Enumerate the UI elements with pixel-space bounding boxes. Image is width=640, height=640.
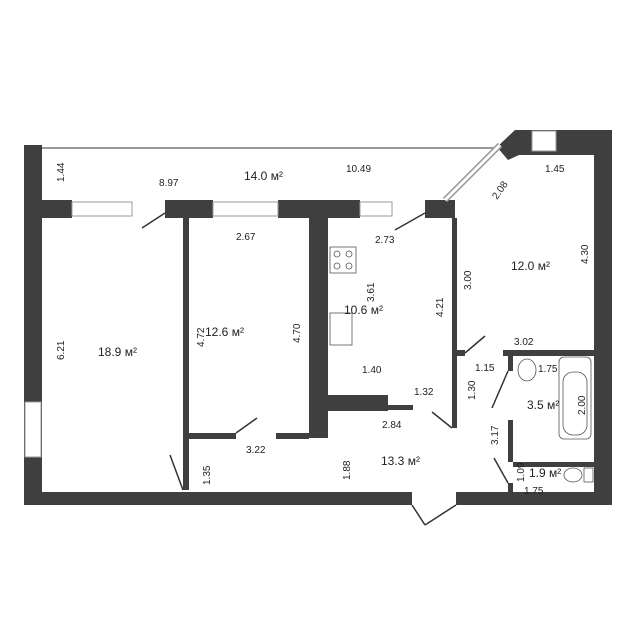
dim-label: 2.08 bbox=[490, 179, 510, 202]
walls bbox=[24, 130, 612, 505]
dim-label: 3.00 bbox=[463, 270, 474, 290]
area-label: 12.6 м² bbox=[205, 325, 244, 339]
doors bbox=[141, 212, 509, 526]
dim-label: 3.22 bbox=[246, 445, 266, 456]
dim-label: 4.21 bbox=[435, 297, 446, 317]
dim-label: 1.45 bbox=[545, 164, 565, 175]
windows bbox=[24, 130, 557, 458]
dim-label: 4.72 bbox=[196, 327, 207, 347]
dim-label: 1.44 bbox=[56, 162, 67, 182]
dim-label: 3.02 bbox=[514, 337, 534, 348]
dim-label: 4.30 bbox=[580, 244, 591, 264]
dim-label: 2.67 bbox=[236, 232, 256, 243]
dim-label: 1.30 bbox=[467, 380, 478, 400]
area-label: 18.9 м² bbox=[98, 345, 137, 359]
toilet-icon bbox=[563, 467, 583, 483]
dim-label: 1.75 bbox=[538, 364, 558, 375]
dim-label: 3.17 bbox=[490, 425, 501, 445]
dim-label: 1.32 bbox=[414, 387, 434, 398]
dim-label: 3.61 bbox=[366, 282, 377, 302]
fixtures bbox=[329, 246, 594, 483]
dim-label: 2.84 bbox=[382, 420, 402, 431]
dim-label: 1.15 bbox=[475, 363, 495, 374]
dim-label: 6.21 bbox=[56, 340, 67, 360]
dim-label: 1.88 bbox=[342, 460, 353, 480]
stove-icon bbox=[329, 246, 357, 274]
dim-label: 4.70 bbox=[292, 323, 303, 343]
dim-label: 2.00 bbox=[577, 395, 588, 415]
area-label: 1.9 м² bbox=[529, 466, 561, 480]
dim-label: 1.35 bbox=[202, 465, 213, 485]
area-label: 13.3 м² bbox=[381, 454, 420, 468]
dim-label: 10.49 bbox=[346, 164, 371, 175]
dim-label: 1.75 bbox=[524, 486, 544, 497]
area-label: 12.0 м² bbox=[511, 259, 550, 273]
dim-label: 2.73 bbox=[375, 235, 395, 246]
area-label: 10.6 м² bbox=[344, 303, 383, 317]
dim-label: 1.40 bbox=[362, 365, 382, 376]
dim-label: 1.09 bbox=[516, 462, 527, 482]
sink-icon bbox=[329, 312, 353, 346]
area-label: 14.0 м² bbox=[244, 169, 283, 183]
labels: 1.44 8.97 10.49 14.0 м² 18.9 м² 6.21 12.… bbox=[56, 162, 591, 497]
dim-label: 8.97 bbox=[159, 178, 179, 189]
washbasin-icon bbox=[517, 358, 537, 382]
area-label: 3.5 м² bbox=[527, 398, 559, 412]
